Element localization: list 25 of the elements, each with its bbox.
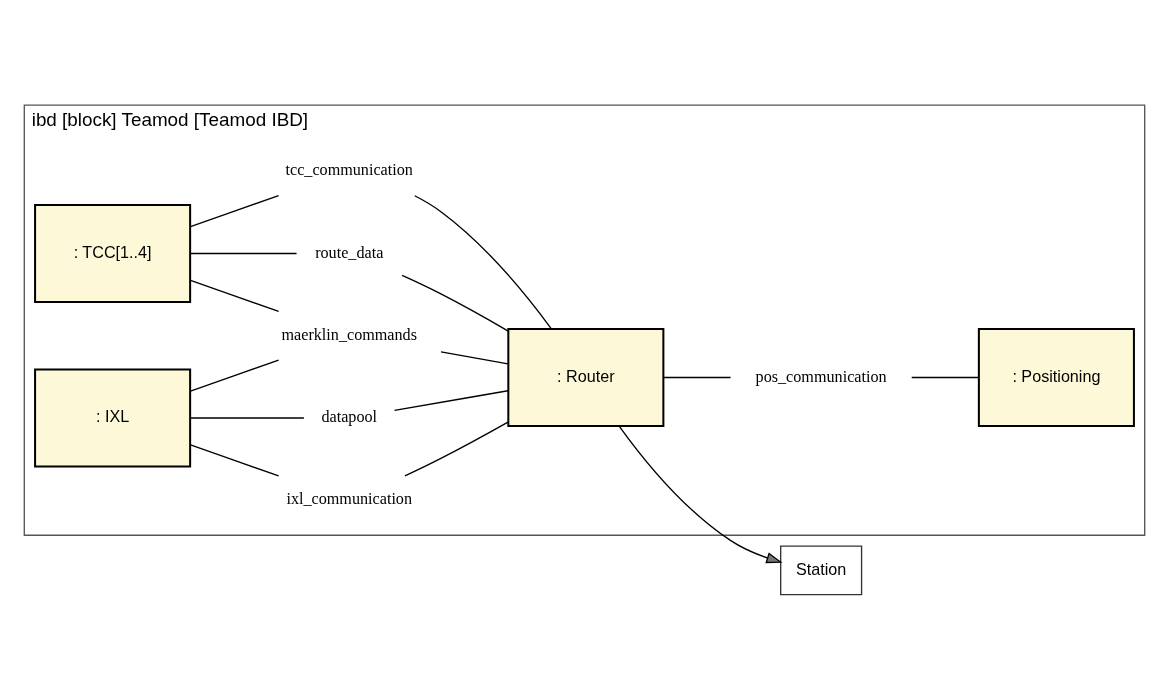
connector (414, 195, 553, 330)
node-box: Station (780, 545, 863, 596)
arrow (618, 425, 783, 564)
connector (189, 194, 280, 228)
node-text: tcc_communication (285, 161, 413, 179)
node-box: : TCC[1..4] (34, 203, 192, 304)
node-box: : Router (507, 328, 665, 428)
connector (404, 421, 509, 477)
node-text: pos_communication (755, 367, 887, 385)
node-box: : Positioning (977, 328, 1135, 428)
connector (393, 390, 509, 412)
node-text: ixl_communication (286, 490, 413, 508)
node-text: maerklin_commands (281, 325, 417, 343)
connector (401, 274, 509, 332)
connector (189, 252, 298, 255)
node-text: datapool (321, 408, 378, 426)
node-box: : IXL (34, 368, 192, 468)
connector (189, 279, 280, 313)
connector (911, 376, 980, 379)
node-text: route_data (315, 243, 384, 261)
connector (189, 417, 305, 419)
connector (189, 444, 280, 477)
connector (663, 376, 732, 379)
connector (189, 359, 280, 392)
connector (440, 351, 509, 365)
